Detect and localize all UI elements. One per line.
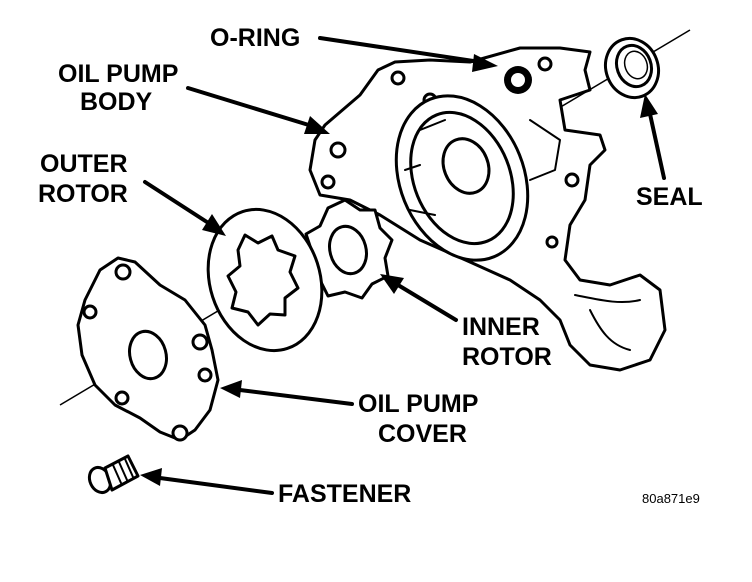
- label-seal: SEAL: [636, 183, 703, 211]
- oil-pump-body: [308, 46, 667, 372]
- label-fastener: FASTENER: [278, 480, 411, 508]
- figure-code: 80a871e9: [642, 491, 700, 506]
- label-outer-rotor-line1: OUTER: [40, 150, 128, 178]
- label-oil-pump-body-line1: OIL PUMP: [58, 60, 178, 88]
- label-outer-rotor-line2: ROTOR: [38, 180, 128, 208]
- oil-pump-cover: [76, 256, 220, 442]
- leader-arrows: [140, 36, 666, 495]
- seal: [604, 36, 660, 100]
- fastener: [87, 454, 140, 495]
- o-ring: [504, 66, 532, 94]
- outer-rotor: [206, 207, 324, 353]
- label-oil-pump-body-line2: BODY: [80, 88, 153, 116]
- label-oil-pump-cover-line2: COVER: [378, 420, 467, 448]
- label-oil-pump-cover-line1: OIL PUMP: [358, 390, 478, 418]
- label-inner-rotor-line2: ROTOR: [462, 343, 552, 371]
- label-o-ring: O-RING: [210, 24, 300, 52]
- inner-rotor: [304, 198, 394, 300]
- label-inner-rotor-line1: INNER: [462, 313, 540, 341]
